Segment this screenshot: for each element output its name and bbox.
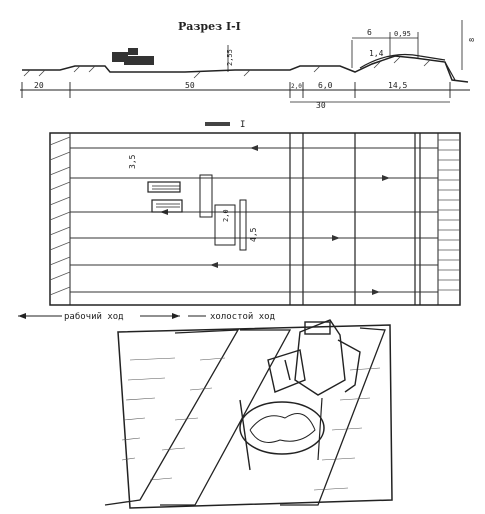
machine-silhouette xyxy=(112,48,154,65)
plan-title-bar xyxy=(205,122,230,126)
dim-d5: 14,5 xyxy=(388,81,407,90)
dim-ticks xyxy=(21,82,451,98)
plan-machine xyxy=(147,174,247,251)
plan-arrows xyxy=(160,145,390,295)
dim-d1: 20 xyxy=(34,81,44,90)
plan-dim-a: 3,5 xyxy=(128,154,137,169)
dim-d4: 6,0 xyxy=(318,81,333,90)
legend-idle-stroke: холостой ход xyxy=(210,312,275,322)
plan-view: I xyxy=(49,120,461,306)
perspective-sketch xyxy=(104,319,393,509)
ground-hatching xyxy=(23,56,431,79)
plan-dim-c: 2,0 xyxy=(222,209,230,222)
dim-d2: 50 xyxy=(185,81,195,90)
dim-d6: 30 xyxy=(316,101,326,110)
plan-dim-b: 4,5 xyxy=(249,227,258,242)
plan-frame xyxy=(49,132,461,306)
plan-right-hatching xyxy=(438,139,460,291)
legend: рабочий ход холостой ход xyxy=(18,311,275,322)
dim-d3: 2,0 xyxy=(291,83,302,90)
section-view: Разрез I-I 2,55 6 0,95 1,4 8 xyxy=(20,20,476,110)
dim-d8: 1,4 xyxy=(369,49,384,58)
dim-d10: 8 xyxy=(468,38,476,42)
plan-dividers xyxy=(289,133,421,305)
plan-left-hatching xyxy=(49,136,71,296)
plan-title: I xyxy=(240,120,245,130)
ground-profile xyxy=(22,55,469,83)
sketch-hatching xyxy=(121,357,381,491)
plan-pass-lines xyxy=(70,147,438,293)
dim-d11: 2,55 xyxy=(226,49,234,66)
legend-working-stroke: рабочий ход xyxy=(64,311,124,322)
sketch-machine xyxy=(267,319,361,396)
section-title: Разрез I-I xyxy=(178,20,241,33)
sketch-soil xyxy=(249,413,316,443)
sketch-blade xyxy=(239,401,325,455)
dim-d9: 6 xyxy=(367,28,372,37)
spoil-bank xyxy=(359,53,446,69)
dim-d7: 0,95 xyxy=(394,30,411,38)
